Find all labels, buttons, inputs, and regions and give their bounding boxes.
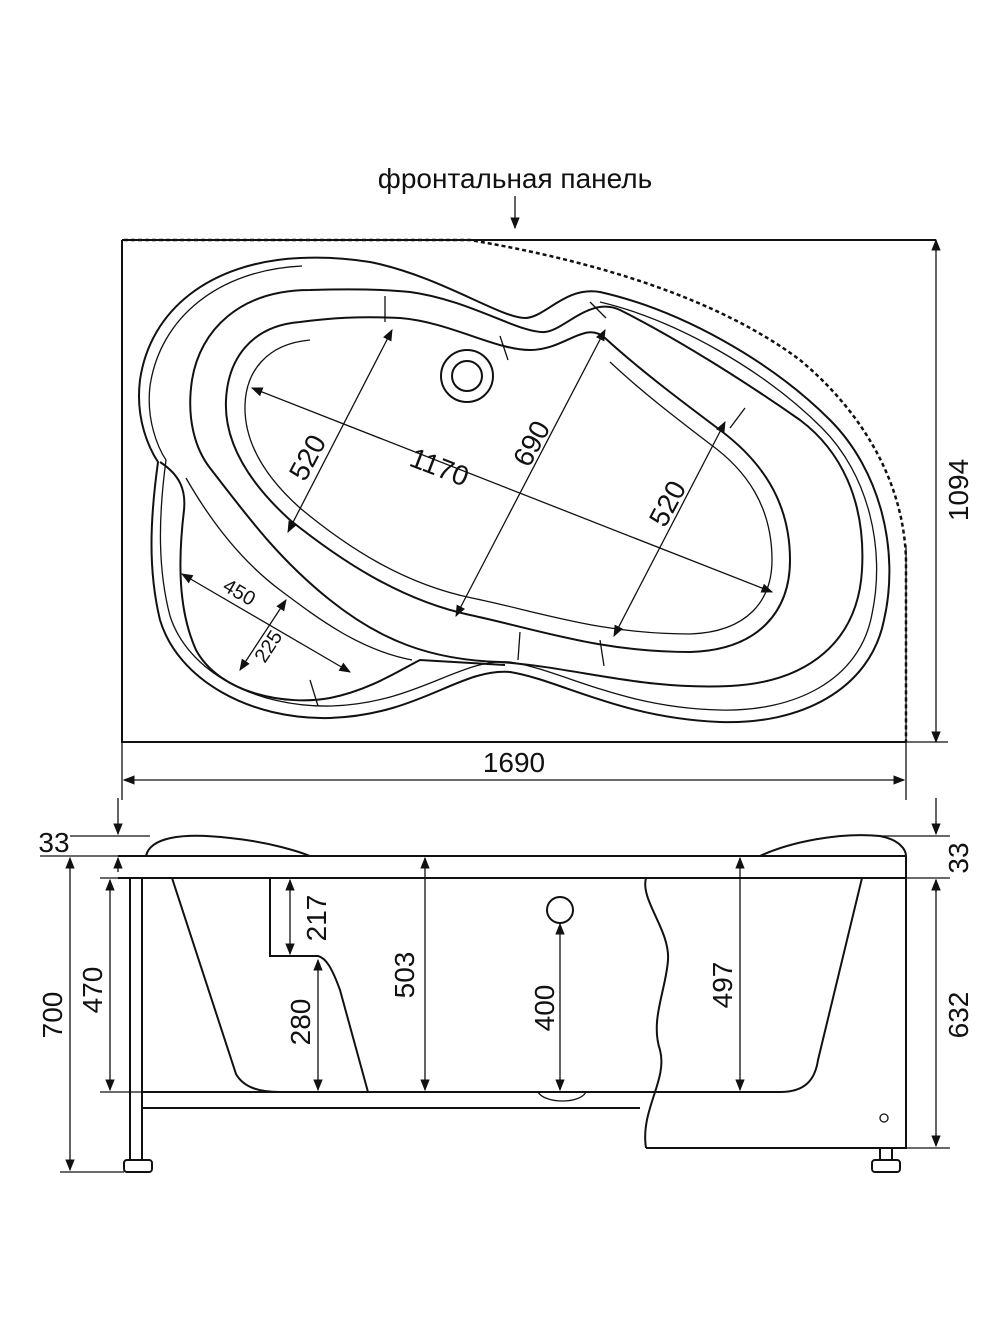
- headrest-right: [759, 834, 907, 857]
- left-foot: [123, 1159, 153, 1173]
- side-view: 33 700 470 217 280 503 400 497 33 6: [37, 798, 974, 1173]
- rim-right-label: 33: [943, 842, 974, 873]
- inner-length-line: [250, 387, 774, 593]
- front-panel-label: фронтальная панель: [378, 163, 652, 194]
- overall-length-label: 1690: [483, 747, 545, 778]
- overall-width-label: 1094: [943, 459, 974, 521]
- front-panel-edge: [124, 238, 908, 742]
- right-width-line: [613, 420, 726, 638]
- left-width-line: [287, 328, 393, 534]
- drain-inner: [451, 360, 483, 392]
- top-view: фронтальная панель 1170 690: [121, 163, 974, 800]
- right-width-label: 520: [643, 476, 692, 532]
- seat-length-label: 450: [219, 575, 259, 611]
- seat-step-label: 217: [301, 895, 332, 942]
- total-height-label: 700: [37, 992, 68, 1039]
- front-panel-cut: [644, 877, 670, 1149]
- frame-height-label: 470: [77, 967, 108, 1014]
- seat-height-label: 280: [285, 999, 316, 1046]
- rim-outline: [138, 256, 891, 724]
- inner-length-label: 1170: [406, 442, 473, 493]
- headrest-left: [145, 834, 311, 857]
- depth-right-label: 497: [707, 962, 738, 1009]
- inner-width-line: [455, 328, 606, 618]
- overflow-height-label: 400: [529, 985, 560, 1032]
- panel-height-label: 632: [943, 992, 974, 1039]
- drain-outer: [440, 349, 494, 403]
- rim-left-label: 33: [38, 827, 69, 858]
- right-foot: [871, 1159, 901, 1173]
- left-width-label: 520: [283, 430, 332, 486]
- seat-outline: [159, 461, 506, 702]
- seat-width-line: [239, 599, 287, 671]
- inner-width-label: 690: [507, 416, 556, 472]
- depth-label: 503: [389, 952, 420, 999]
- overflow-hole: [546, 896, 574, 924]
